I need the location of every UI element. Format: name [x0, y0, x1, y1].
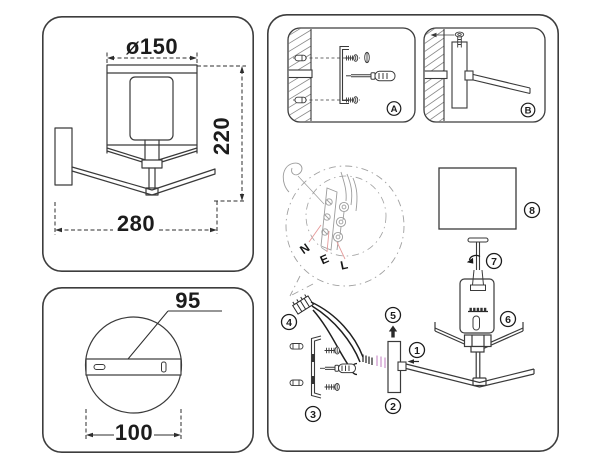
- inner-glass-outline: [129, 76, 174, 141]
- wall-outlet-bar: [288, 69, 313, 79]
- part-5-label: 5: [390, 310, 396, 322]
- leader-arrow: [430, 32, 437, 38]
- arm: [405, 363, 535, 388]
- rotate-arrow-head: [466, 257, 474, 264]
- mounting-bar: [85, 358, 182, 376]
- arm-connector-socket: [397, 361, 407, 372]
- part-7-finial-group: 7: [466, 237, 503, 270]
- callout-inner-circle: [305, 175, 387, 257]
- step-a-label: A: [391, 104, 398, 115]
- arm: [71, 166, 216, 196]
- step-a-inset: A: [287, 27, 416, 123]
- step-b-label: B: [525, 105, 532, 116]
- base-plate-drawing: [84, 316, 183, 414]
- socket-cap: [470, 269, 486, 291]
- wire-end-marks: [376, 355, 386, 368]
- part-3-label: 3: [310, 409, 316, 421]
- dimension-arrows: [86, 432, 181, 438]
- hole-spacing-label: 95: [175, 288, 200, 313]
- bracket-slot: [312, 376, 315, 384]
- callout-tail: [289, 275, 314, 297]
- rotate-arrow-icon: [468, 254, 481, 261]
- part-3-bracket-group: 3: [289, 335, 356, 423]
- left-arrow-icon: [407, 359, 414, 364]
- front-dimension-panel: ø150 220 280: [42, 16, 254, 272]
- bracket-drawing: [339, 45, 349, 105]
- height-label: 220: [209, 117, 234, 155]
- holder-hub: [463, 334, 492, 348]
- stem: [148, 167, 156, 189]
- base-width-label: 100: [115, 420, 153, 445]
- live-wire-label: L: [339, 257, 349, 272]
- part-6-label: 6: [505, 314, 511, 326]
- assembly-panel: A B: [267, 14, 559, 452]
- part-6-badge: [499, 310, 517, 328]
- panel-border: [42, 16, 254, 272]
- part-2-badge: [384, 397, 402, 415]
- callout-bubble: [285, 165, 405, 287]
- part-1-badge: [408, 341, 426, 359]
- arm-connector: [464, 70, 474, 81]
- part-8-label: 8: [529, 205, 535, 217]
- slot-right: [161, 361, 167, 373]
- shade-outline: [106, 64, 198, 146]
- step-b-inset: B: [423, 27, 546, 123]
- dimension-arrows: [55, 55, 245, 233]
- part-1-group: 1: [407, 341, 426, 364]
- part-8-shade-group: 8: [438, 167, 541, 230]
- wire-label-leaders: [308, 224, 346, 260]
- stem: [475, 352, 481, 378]
- slot-left: [93, 364, 106, 370]
- arm-drawing: [466, 72, 531, 95]
- wall-plate: [54, 127, 73, 186]
- terminal-connector: [292, 294, 314, 315]
- part-2-wall-plate-group: 5 2: [384, 306, 407, 415]
- part-7-label: 7: [491, 256, 497, 268]
- mounting-screws: [324, 346, 340, 391]
- glass-slot: [472, 315, 480, 331]
- wall-anchors: [289, 343, 304, 387]
- arm-assembly-drawing: [405, 322, 535, 388]
- top-screw: [454, 31, 465, 48]
- wire-ferrules: [362, 354, 373, 365]
- wall-hatching: [424, 28, 445, 122]
- earth-hook-wire: [282, 162, 303, 193]
- wall-lamp-front-drawing: [54, 64, 216, 196]
- dimension-lines: [54, 52, 246, 235]
- up-arrow-icon: [388, 325, 398, 338]
- part-3-badge: [304, 405, 322, 423]
- finial-cap: [467, 237, 489, 243]
- step-a-badge: [386, 101, 402, 116]
- base-dimension-panel: 95 100: [42, 287, 254, 453]
- lampshade: [438, 167, 517, 230]
- part-7-badge: [485, 252, 503, 270]
- screwdriver-icon: [320, 363, 356, 374]
- mounting-bracket: [310, 335, 322, 399]
- diameter-label: ø150: [126, 34, 178, 59]
- inner-glass: [459, 278, 495, 334]
- part-5-badge: [384, 306, 402, 324]
- part-8-badge: [523, 201, 541, 219]
- part-2-label: 2: [390, 401, 396, 413]
- wires: [310, 301, 364, 367]
- bracket-slot: [312, 354, 315, 362]
- socket-teeth: [469, 307, 487, 311]
- screwdriver-icon: [346, 70, 396, 82]
- anchors-and-screws: [294, 51, 370, 104]
- part-4-label: 4: [286, 317, 292, 329]
- terminal-block-drawing: [282, 162, 358, 251]
- wall-outlet-bar: [424, 70, 448, 80]
- width-label: 280: [117, 211, 155, 236]
- part-4-badge: [280, 313, 298, 331]
- part-1-label: 1: [414, 345, 420, 357]
- part-6-inner-glass-group: 6: [459, 269, 517, 334]
- part-4-wire-harness: 4: [280, 294, 386, 376]
- step-b-badge: [520, 102, 536, 118]
